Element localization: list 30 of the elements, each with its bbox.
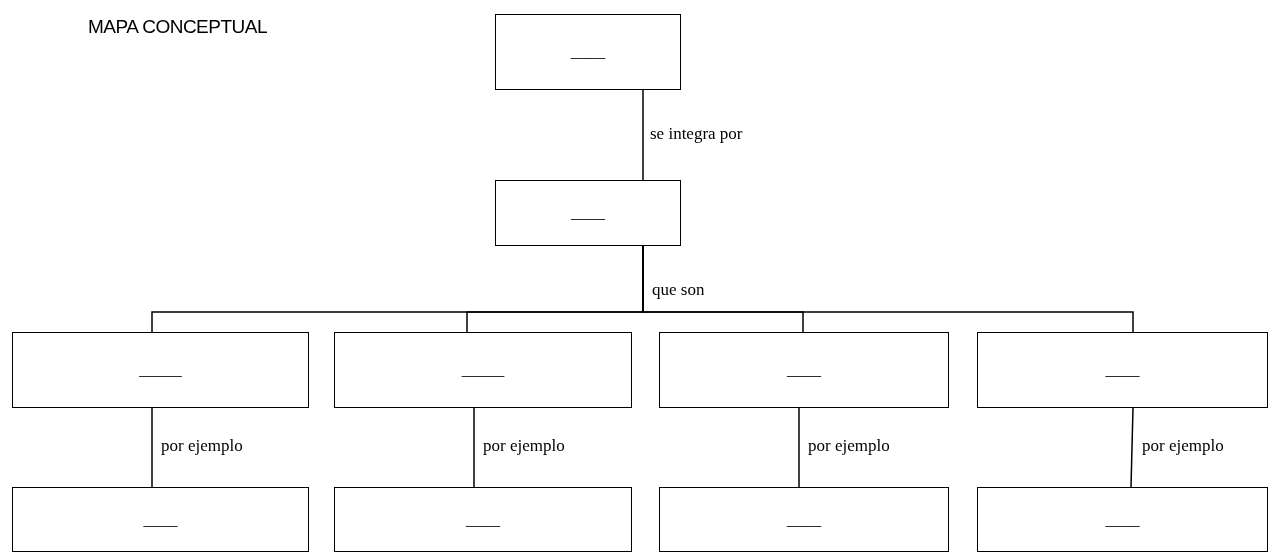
placeholder-blank: ____ <box>143 509 178 530</box>
connector-line <box>642 89 644 181</box>
concept-box <box>334 332 632 408</box>
diagram-title: MAPA CONCEPTUAL <box>88 16 268 38</box>
connector-line <box>1130 407 1134 488</box>
placeholder-blank: ____ <box>466 509 500 530</box>
edge-label: por ejemplo <box>483 436 565 456</box>
edge-label: por ejemplo <box>808 436 890 456</box>
concept-box <box>12 332 309 408</box>
placeholder-blank: ____ <box>1105 360 1140 380</box>
placeholder-blank: ____ <box>787 509 821 530</box>
edge-label: por ejemplo <box>161 436 243 456</box>
concept-box <box>12 487 309 552</box>
concept-box <box>334 487 632 552</box>
placeholder-blank: _____ <box>461 360 505 380</box>
placeholder-blank: ____ <box>571 42 605 62</box>
connector-line <box>151 407 153 488</box>
concept-box <box>977 332 1268 408</box>
concept-box <box>977 487 1268 552</box>
edge-label: por ejemplo <box>1142 436 1224 456</box>
connector-line <box>798 407 800 488</box>
concept-box <box>495 14 681 90</box>
placeholder-blank: ____ <box>787 360 821 380</box>
concept-box <box>495 180 681 246</box>
placeholder-blank: ____ <box>571 203 605 223</box>
placeholder-blank: _____ <box>139 360 182 380</box>
concept-box <box>659 332 949 408</box>
placeholder-blank: ____ <box>1105 509 1140 530</box>
concept-box <box>659 487 949 552</box>
connector-line <box>473 407 475 488</box>
